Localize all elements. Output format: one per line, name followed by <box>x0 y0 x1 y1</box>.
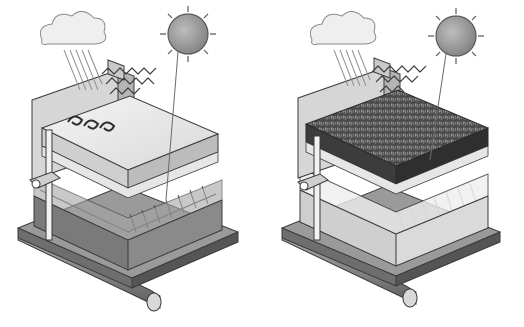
panel-left <box>18 6 238 311</box>
sun-icon <box>428 8 484 64</box>
panel-right <box>282 8 500 307</box>
cloud-icon <box>310 11 375 44</box>
cloud-icon <box>40 11 105 44</box>
sun-icon <box>160 6 216 62</box>
